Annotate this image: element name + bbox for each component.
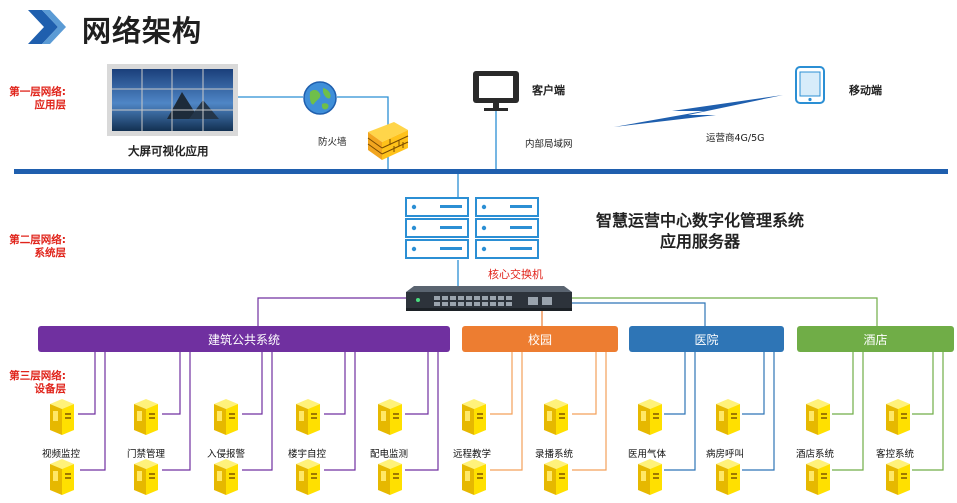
layer-label-application: 第一层网络: 应用层 [0,86,66,112]
server-title-line: 应用服务器 [659,232,740,251]
category-label: 校园 [527,332,552,347]
client-label: 客户端 [532,84,565,97]
globe-icon [303,81,337,115]
lightning-icon [614,95,783,127]
category-hotel[interactable]: 酒店 [797,326,954,352]
computer-tower-icon [130,398,162,440]
device-label-video-surveillance: 视频监控 [41,449,80,460]
layer-label-line: 设备层 [34,383,67,395]
category-campus[interactable]: 校园 [462,326,618,352]
server-system-title: 智慧运营中心数字化管理系统 应用服务器 [590,210,810,252]
computer-tower-icon [540,458,572,500]
device-label-remote-teaching: 远程教学 [452,449,491,460]
computer-tower-icon [882,398,914,440]
device-label-room-control: 客控系统 [875,449,914,460]
mobile-label: 移动端 [849,84,882,97]
device-label-ward-call: 病房呼叫 [705,449,744,460]
layer-label-system: 第二层网络: 系统层 [0,234,66,260]
device-label-power-monitoring: 配电监测 [369,449,408,460]
category-label: 医院 [694,332,719,347]
firewall-icon [367,122,409,160]
network-switch-icon [406,286,572,311]
server-icon [475,197,539,259]
computer-tower-icon [292,398,324,440]
server-icon [405,197,469,259]
tablet-icon [795,66,825,104]
computer-tower-icon [46,398,78,440]
category-building-public[interactable]: 建筑公共系统 [38,326,450,352]
monitor-icon [473,71,519,111]
computer-tower-icon [540,398,572,440]
layer-label-line: 第二层网络: [9,234,66,246]
category-label: 建筑公共系统 [207,332,280,347]
video-wall-label: 大屏可视化应用 [128,144,209,158]
computer-tower-icon [292,458,324,500]
layer-label-line: 第三层网络: [9,370,66,382]
computer-tower-icon [802,458,834,500]
core-switch-label: 核心交换机 [488,268,543,281]
computer-tower-icon [712,458,744,500]
page-title: 网络架构 [82,14,203,48]
backbone-bar [14,169,948,174]
computer-tower-icon [374,398,406,440]
computer-tower-icon [634,398,666,440]
device-label-access-control: 门禁管理 [126,449,165,460]
category-label: 酒店 [863,332,888,347]
category-hospital[interactable]: 医院 [629,326,784,352]
video-wall-image [107,64,238,136]
computer-tower-icon [634,458,666,500]
computer-tower-icon [374,458,406,500]
computer-tower-icon [458,398,490,440]
carrier-label: 运营商4G/5G [706,133,765,144]
chevron-right-icon [28,10,66,44]
device-label-building-automation: 楼宇自控 [287,449,326,460]
device-label-intrusion-alarm: 入侵报警 [206,449,245,460]
firewall-label: 防火墙 [318,137,347,148]
device-label-hotel-system: 酒店系统 [795,449,834,460]
computer-tower-icon [130,458,162,500]
layer-label-line: 应用层 [34,99,67,111]
computer-tower-icon [210,458,242,500]
computer-tower-icon [802,398,834,440]
computer-tower-icon [882,458,914,500]
layer-label-line: 第一层网络: [9,86,66,98]
computer-tower-icon [210,398,242,440]
lan-label: 内部局域网 [525,139,573,150]
layer-label-line: 系统层 [34,247,67,259]
device-label-medical-gas: 医用气体 [627,449,666,460]
device-label-recording-system: 录播系统 [534,449,573,460]
server-title-line: 智慧运营中心数字化管理系统 [595,211,804,230]
layer-label-device: 第三层网络: 设备层 [0,370,66,396]
computer-tower-icon [712,398,744,440]
computer-tower-icon [46,458,78,500]
computer-tower-icon [458,458,490,500]
